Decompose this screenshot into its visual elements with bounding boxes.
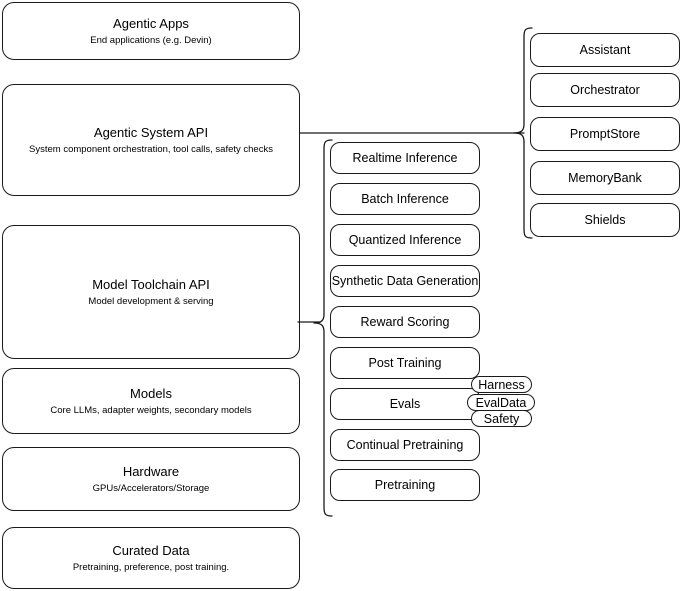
stack-layer-subtitle: Pretraining, preference, post training. bbox=[72, 561, 230, 573]
stack-layer-subtitle: Core LLMs, adapter weights, secondary mo… bbox=[50, 404, 252, 416]
stack-layer-subtitle: GPUs/Accelerators/Storage bbox=[92, 482, 210, 494]
capability-continual-pretraining[interactable]: Continual Pretraining bbox=[330, 429, 480, 461]
component-assistant[interactable]: Assistant bbox=[530, 33, 680, 67]
evals-subcomponent-evaldata[interactable]: EvalData bbox=[467, 394, 535, 411]
capability-quantized-inference[interactable]: Quantized Inference bbox=[330, 224, 480, 256]
component-label: Assistant bbox=[579, 43, 631, 57]
capability-label: Post Training bbox=[368, 356, 442, 370]
component-label: Orchestrator bbox=[570, 83, 640, 97]
component-memorybank[interactable]: MemoryBank bbox=[530, 161, 680, 195]
capability-pretraining[interactable]: Pretraining bbox=[330, 469, 480, 501]
capability-label: Pretraining bbox=[374, 478, 436, 492]
stack-layer-agentic-system-api[interactable]: Agentic System API System component orch… bbox=[2, 84, 300, 196]
stack-layer-title: Model Toolchain API bbox=[92, 276, 210, 292]
component-shields[interactable]: Shields bbox=[530, 203, 680, 237]
stack-layer-title: Models bbox=[130, 385, 172, 401]
capability-label: Realtime Inference bbox=[352, 151, 458, 165]
capability-batch-inference[interactable]: Batch Inference bbox=[330, 183, 480, 215]
capability-synthetic-data-generation[interactable]: Synthetic Data Generation bbox=[330, 265, 480, 297]
evals-subcomponent-harness[interactable]: Harness bbox=[471, 376, 532, 393]
stack-layer-title: Hardware bbox=[122, 463, 180, 479]
stack-layer-model-toolchain-api[interactable]: Model Toolchain API Model development & … bbox=[2, 225, 300, 359]
evals-subcomponent-label: Safety bbox=[483, 411, 520, 426]
capability-label: Continual Pretraining bbox=[346, 438, 464, 452]
stack-layer-subtitle: End applications (e.g. Devin) bbox=[90, 34, 212, 46]
capability-post-training[interactable]: Post Training bbox=[330, 347, 480, 379]
evals-subcomponent-safety[interactable]: Safety bbox=[471, 410, 532, 427]
capability-label: Batch Inference bbox=[361, 192, 449, 206]
capability-label: Synthetic Data Generation bbox=[331, 274, 479, 288]
stack-layer-curated-data[interactable]: Curated Data Pretraining, preference, po… bbox=[2, 527, 300, 589]
stack-layer-title: Curated Data bbox=[112, 542, 190, 558]
component-orchestrator[interactable]: Orchestrator bbox=[530, 73, 680, 107]
capability-realtime-inference[interactable]: Realtime Inference bbox=[330, 142, 480, 174]
evals-subcomponent-label: EvalData bbox=[475, 395, 527, 410]
stack-layer-title: Agentic Apps bbox=[113, 15, 189, 31]
stack-layer-subtitle: System component orchestration, tool cal… bbox=[29, 143, 273, 155]
connector-agentic-system-api-to-components bbox=[299, 125, 530, 143]
capability-evals[interactable]: Evals bbox=[330, 388, 480, 420]
evals-subcomponent-label: Harness bbox=[478, 377, 525, 392]
stack-layer-hardware[interactable]: Hardware GPUs/Accelerators/Storage bbox=[2, 447, 300, 511]
capability-label: Evals bbox=[389, 397, 421, 411]
stack-layer-models[interactable]: Models Core LLMs, adapter weights, secon… bbox=[2, 368, 300, 434]
connector-model-toolchain-api-to-capabilities bbox=[297, 314, 332, 332]
component-promptstore[interactable]: PromptStore bbox=[530, 117, 680, 151]
component-label: Shields bbox=[584, 213, 626, 227]
stack-layer-title: Agentic System API bbox=[93, 124, 209, 140]
stack-layer-agentic-apps[interactable]: Agentic Apps End applications (e.g. Devi… bbox=[2, 2, 300, 60]
capability-reward-scoring[interactable]: Reward Scoring bbox=[330, 306, 480, 338]
stack-layer-subtitle: Model development & serving bbox=[88, 295, 214, 307]
component-label: MemoryBank bbox=[568, 171, 642, 185]
capability-label: Reward Scoring bbox=[360, 315, 450, 329]
component-label: PromptStore bbox=[569, 127, 641, 141]
capability-label: Quantized Inference bbox=[348, 233, 462, 247]
